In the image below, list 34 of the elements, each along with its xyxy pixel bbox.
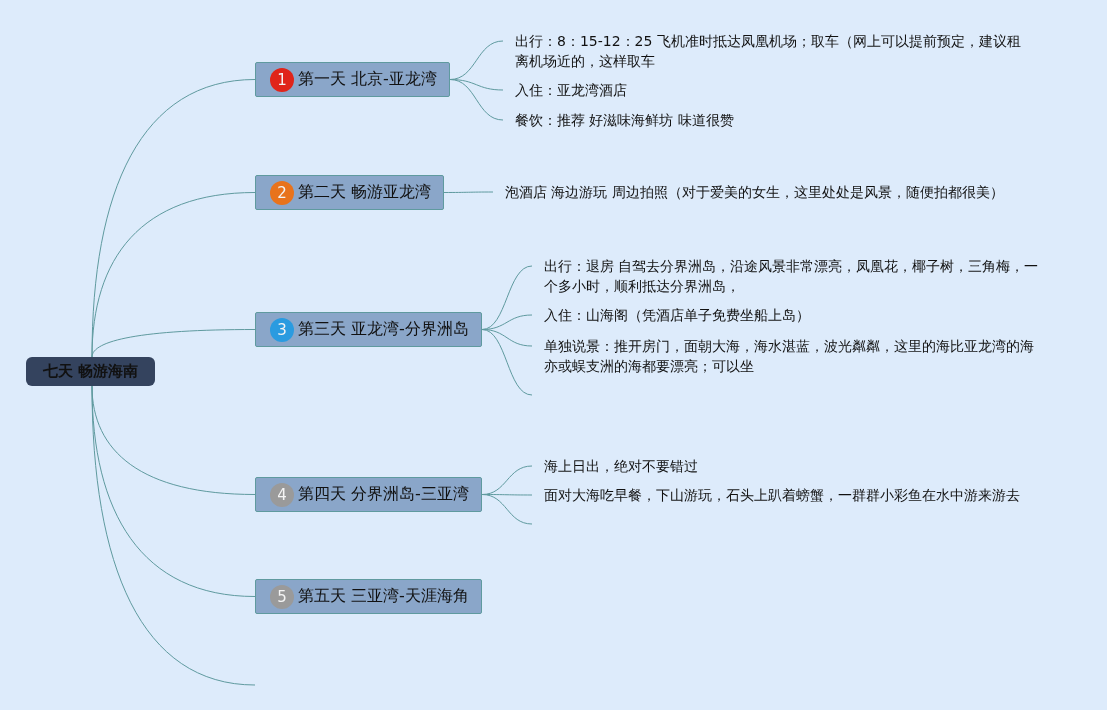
number-badge: 3 [270,317,294,342]
topic-text: 第一天 北京-亚龙湾 [298,69,437,90]
connector-line [91,385,256,686]
note-text: 面对大海吃早餐，下山游玩，石头上趴着螃蟹，一群群小彩鱼在水中游来游去 [532,485,1047,505]
note-text: 入住：山海阁（凭酒店单子免费坐船上岛） [532,305,1047,325]
topic-text: 第四天 分界洲岛-三亚湾 [298,484,469,505]
central-topic [26,357,155,386]
topic-box [255,175,444,210]
note-text: 餐饮：推荐 好滋味海鲜坊 味道很赞 [503,110,903,130]
topic-text: 第五天 三亚湾-天涯海角 [298,586,469,607]
number-badge: 2 [270,180,294,205]
note-text: 单独说景：推开房门，面朝大海，海水湛蓝，波光粼粼，这里的海比亚龙湾的海亦或蜈支洲的海都要漂亮；可以坐 [532,336,1047,376]
topic-text: 七天 畅游海南 [42,362,139,381]
topic-box [255,579,482,614]
connector-line [481,265,533,330]
connector-line [481,494,533,525]
note-text: 泡酒店 海边游玩 周边拍照（对于爱美的女生，这里处处是风景，随便拍都很美） [493,182,1053,202]
connector-line [91,192,256,358]
topic-text: 第二天 畅游亚龙湾 [298,182,432,203]
connector-line [443,191,494,193]
number-badge: 4 [270,482,294,507]
note-text: 入住：亚龙湾酒店 [503,80,903,100]
connector-line [91,329,256,358]
number-badge: 1 [270,67,294,92]
connector-line [449,79,504,121]
topic-box [255,477,482,512]
connector-line [481,329,533,396]
note-text: 出行：退房 自驾去分界洲岛，沿途风景非常漂亮，凤凰花，椰子树，三角梅，一个多小时，顺利抵达分界洲岛， [532,256,1047,296]
topic-box [255,312,482,347]
number-badge: 5 [270,584,294,609]
note-text: 海上日出，绝对不要错过 [532,456,1047,476]
topic-text: 第三天 亚龙湾-分界洲岛 [298,319,469,340]
topic-box [255,62,450,97]
note-text: 出行：8：15-12：25 飞机准时抵达凤凰机场；取车（网上可以提前预定，建议租离机场近的，这样取车 [503,31,1023,71]
